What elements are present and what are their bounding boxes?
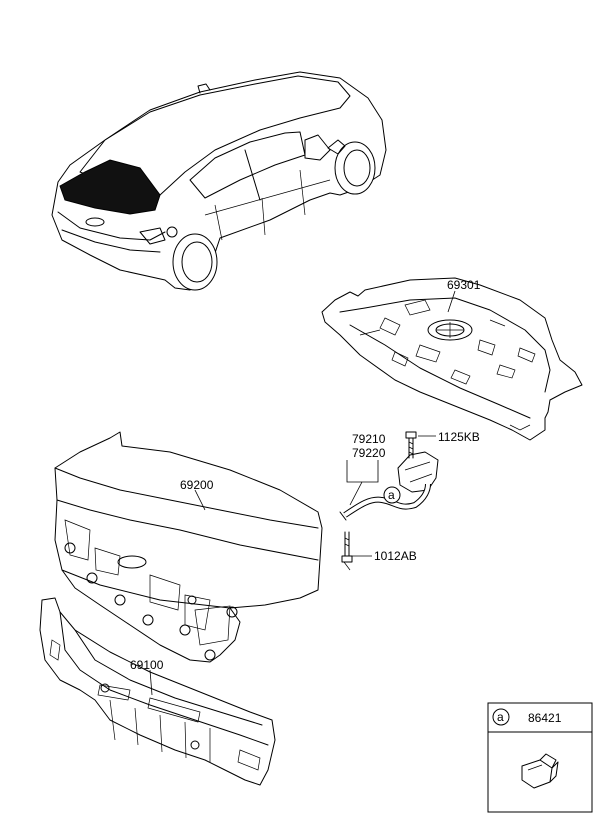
back-panel-illustration <box>39 597 276 786</box>
label-69301: 69301 <box>447 278 481 292</box>
rear-package-tray-illustration <box>321 277 583 441</box>
label-79210: 79210 <box>352 432 386 446</box>
label-1012AB: 1012AB <box>374 549 417 563</box>
trunk-cable-illustration <box>339 431 439 571</box>
inset-box: a 86421 <box>487 702 593 813</box>
grommet-illustration <box>521 753 559 789</box>
trunk-lid-illustration <box>54 431 323 663</box>
label-79220: 79220 <box>352 446 386 460</box>
callout-a-label: a <box>388 488 395 502</box>
inset-marker-label: a <box>497 710 504 724</box>
inset-marker-circle <box>492 708 510 726</box>
label-69100: 69100 <box>130 658 164 672</box>
inset-part-number: 86421 <box>528 711 562 725</box>
callout-a-circle <box>383 486 401 504</box>
label-1125KB: 1125KB <box>438 430 480 444</box>
label-69200: 69200 <box>180 478 214 492</box>
car-illustration <box>51 71 387 291</box>
